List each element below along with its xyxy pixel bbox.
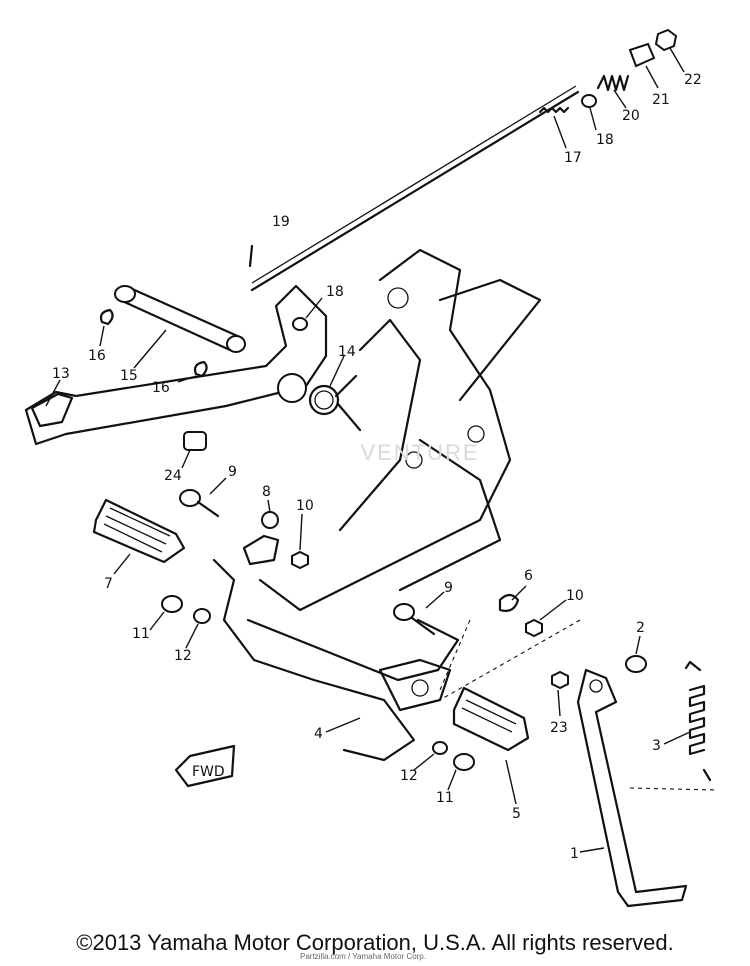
bolt-9a [179,489,220,518]
callout-11b: 11 [436,790,454,806]
rod-joint [628,42,656,68]
callout-15: 15 [120,368,138,384]
bolt-9b [393,603,436,636]
callout-17: 17 [564,150,582,166]
callout-20: 20 [622,108,640,124]
bolt-2 [625,655,647,673]
callout-6: 6 [524,568,533,584]
callout-1: 1 [570,846,579,862]
callout-2: 2 [636,620,645,636]
callout-8: 8 [262,484,271,500]
pivot-shaft [114,285,246,353]
brake-pedal [24,284,328,446]
svg-text:FWD: FWD [192,764,225,780]
assembly-lines [439,619,717,791]
washer-mid [292,317,308,331]
brake-rod [250,85,580,292]
fwd-arrow: FWD [174,744,236,788]
callout-21: 21 [652,92,670,108]
callout-10a: 10 [296,498,314,514]
footrest-right [452,686,530,752]
callouts: 1 2 3 4 5 6 7 8 9 9 10 10 11 11 12 12 13 [45,47,702,862]
adjust-nut [654,28,678,52]
callout-12a: 12 [174,648,192,664]
nut-10b [525,618,543,638]
rod-spring [596,74,630,92]
copyright-footer: ©2013 Yamaha Motor Corporation, U.S.A. A… [76,930,674,955]
callout-5: 5 [512,806,521,822]
cotter-pin [248,244,254,268]
fine-print: Partzilla.com / Yamaha Motor Corp. [300,952,426,961]
callout-7: 7 [104,576,113,592]
callout-4: 4 [314,726,323,742]
washer-12a [193,608,211,624]
sidestand-spring [684,660,712,782]
callout-13: 13 [52,366,70,382]
washer-top [581,94,597,108]
bolt-11b [453,753,475,771]
washer-12b [432,741,448,755]
callout-19: 19 [272,214,290,230]
frame [258,248,542,612]
callout-12b: 12 [400,768,418,784]
nut-10a [291,550,309,570]
callout-9b: 9 [444,580,453,596]
callout-18b: 18 [326,284,344,300]
callout-14: 14 [338,344,356,360]
clip-6 [498,593,520,612]
footrest-bracket [212,558,460,762]
nut-23 [551,670,569,690]
watermark-text: VENTURE [360,440,480,465]
callout-24: 24 [164,468,182,484]
callout-16b: 16 [152,380,170,396]
callout-22: 22 [684,72,702,88]
callout-23: 23 [550,720,568,736]
callout-10b: 10 [566,588,584,604]
sidestand [576,668,688,908]
callout-18a: 18 [596,132,614,148]
footrest-left [92,498,186,564]
clip-16b [193,360,208,378]
collar [183,431,207,451]
callout-3: 3 [652,738,661,754]
callout-9: 9 [228,464,237,480]
callout-11a: 11 [132,626,150,642]
return-spring [308,374,362,432]
brake-arm [242,511,280,566]
clip-16a [99,308,114,326]
bolt-11a [161,595,183,613]
callout-16a: 16 [88,348,106,364]
